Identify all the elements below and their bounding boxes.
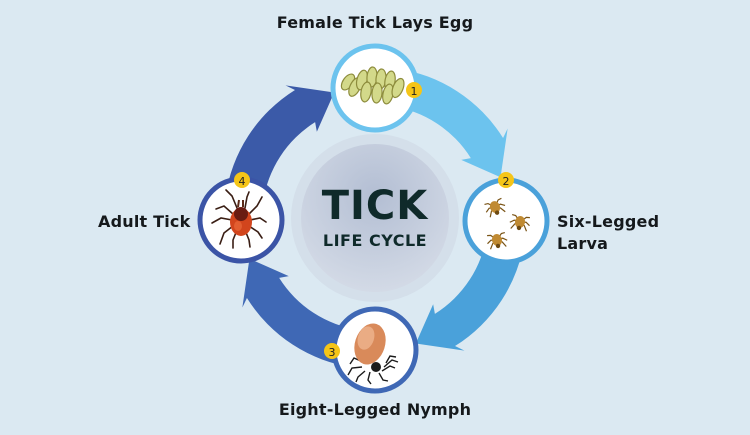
- center-subtitle: LIFE CYCLE: [322, 231, 428, 250]
- stage-4-label: Adult Tick: [98, 212, 191, 231]
- stage-1-label: Female Tick Lays Egg: [276, 13, 474, 32]
- center-title: TICK: [321, 183, 429, 229]
- arrow-segment-1-to-2: [390, 68, 508, 178]
- stage-3-label: Eight-Legged Nymph: [278, 400, 472, 419]
- stage-badge-1: 1: [406, 82, 422, 98]
- center-circle: [291, 134, 459, 302]
- larva-tick-icon: [484, 197, 506, 218]
- tick-larva-icon: [484, 197, 530, 250]
- cycle-ring: [225, 68, 525, 368]
- stage-2-label-line2: Larva: [557, 234, 609, 253]
- stage-badge-4: 4: [234, 172, 250, 188]
- stage-badge-3: 3: [324, 343, 340, 359]
- badge-number: 3: [329, 346, 336, 359]
- arrow-segment-3-to-4: [242, 258, 360, 368]
- stage-node-3: 3: [324, 306, 419, 394]
- stage-2-label-line1: Six-Legged: [557, 212, 660, 231]
- badge-number: 1: [411, 85, 418, 98]
- stage-2-label: Six-Legged Larva: [557, 211, 659, 255]
- larva-tick-icon: [509, 213, 530, 232]
- stage-badge-2: 2: [498, 172, 514, 188]
- arrow-segment-4-to-1: [225, 85, 335, 203]
- stage-node-2: 2: [462, 172, 550, 265]
- larva-tick-icon: [487, 231, 508, 250]
- badge-number: 4: [239, 175, 246, 188]
- stage-node-1: 1: [330, 43, 422, 133]
- tick-eggs-icon: [340, 66, 405, 105]
- badge-number: 2: [503, 175, 510, 188]
- stage-node-4: 4: [197, 172, 285, 264]
- tick-nymph-icon: [347, 321, 399, 385]
- adult-tick-icon: [211, 189, 267, 249]
